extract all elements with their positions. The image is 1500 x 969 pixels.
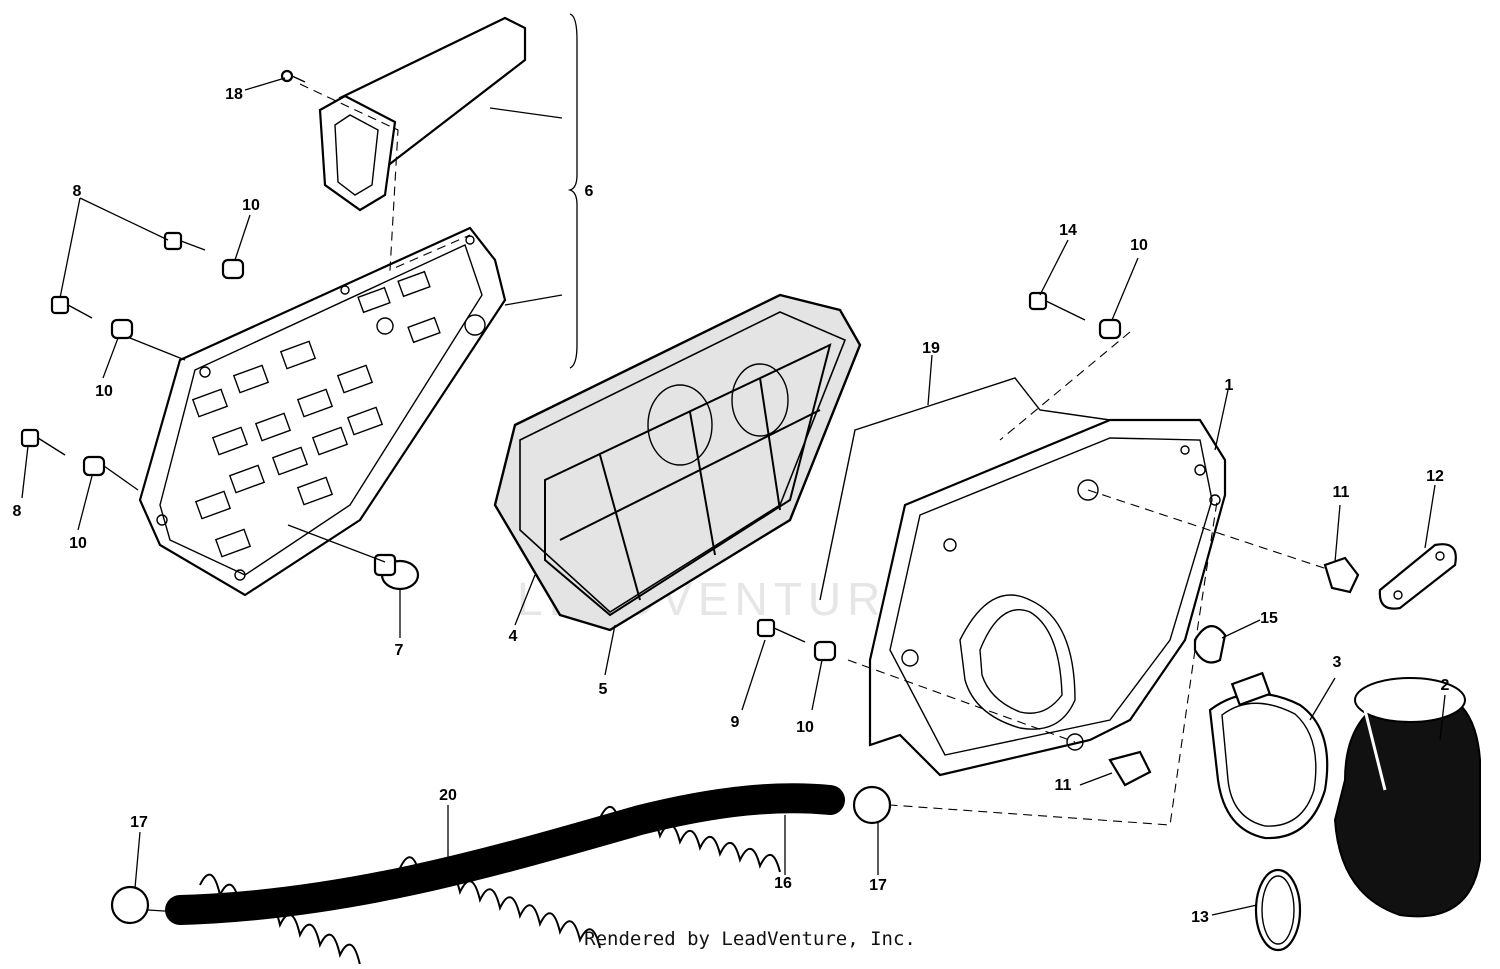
small-hose-clamp-13 [1254, 868, 1302, 952]
air-cleaner-base-plate [138, 226, 507, 597]
callout-12: 12 [1426, 468, 1444, 485]
air-cleaner-housing [819, 377, 1227, 777]
callout-10-housing: 10 [796, 719, 814, 736]
clip-lower [1108, 750, 1152, 787]
callout-20: 20 [439, 787, 457, 804]
wire-frame [544, 343, 832, 617]
callout-15: 15 [1260, 610, 1278, 627]
callout-10-mid: 10 [95, 383, 113, 400]
callout-11-lower: 11 [1055, 777, 1072, 794]
callout-17-right: 17 [869, 877, 887, 894]
callout-9: 9 [731, 714, 740, 731]
callout-17-left: 17 [130, 814, 148, 831]
base-plate-grid [191, 270, 441, 558]
callout-13: 13 [1191, 909, 1209, 926]
callout-3: 3 [1333, 654, 1342, 671]
rubber-boot [1333, 677, 1481, 918]
callout-4: 4 [509, 628, 518, 645]
grommet [1193, 625, 1227, 664]
callout-10-bottom: 10 [69, 535, 87, 552]
callout-6: 6 [585, 183, 594, 200]
leader-lines [21, 13, 1446, 916]
callout-10-right-top: 10 [1130, 237, 1148, 254]
foam-filter-element [493, 293, 862, 632]
callout-1: 1 [1225, 377, 1234, 394]
clip-upper [1323, 556, 1360, 594]
callout-11-upper: 11 [1333, 484, 1350, 501]
callout-19: 19 [922, 340, 940, 357]
callout-2: 2 [1441, 677, 1450, 694]
large-hose-clamp [1208, 671, 1329, 840]
callout-8-top: 8 [73, 183, 82, 200]
footer-credit: Rendered by LeadVenture, Inc. [584, 928, 916, 950]
retainer-plate [1378, 543, 1457, 610]
callout-8-bottom: 8 [13, 503, 22, 520]
callout-10-top: 10 [242, 197, 260, 214]
breather-hose [110, 783, 892, 966]
callout-7: 7 [395, 642, 404, 659]
callout-18: 18 [225, 86, 243, 103]
callout-14: 14 [1059, 222, 1077, 239]
callout-16: 16 [774, 875, 792, 892]
snorkel-duct [318, 16, 527, 212]
callout-labels: 18 6 8 10 10 8 10 7 4 5 14 10 19 1 11 12… [13, 86, 1450, 926]
fasteners [20, 69, 1122, 662]
callout-5: 5 [599, 681, 608, 698]
